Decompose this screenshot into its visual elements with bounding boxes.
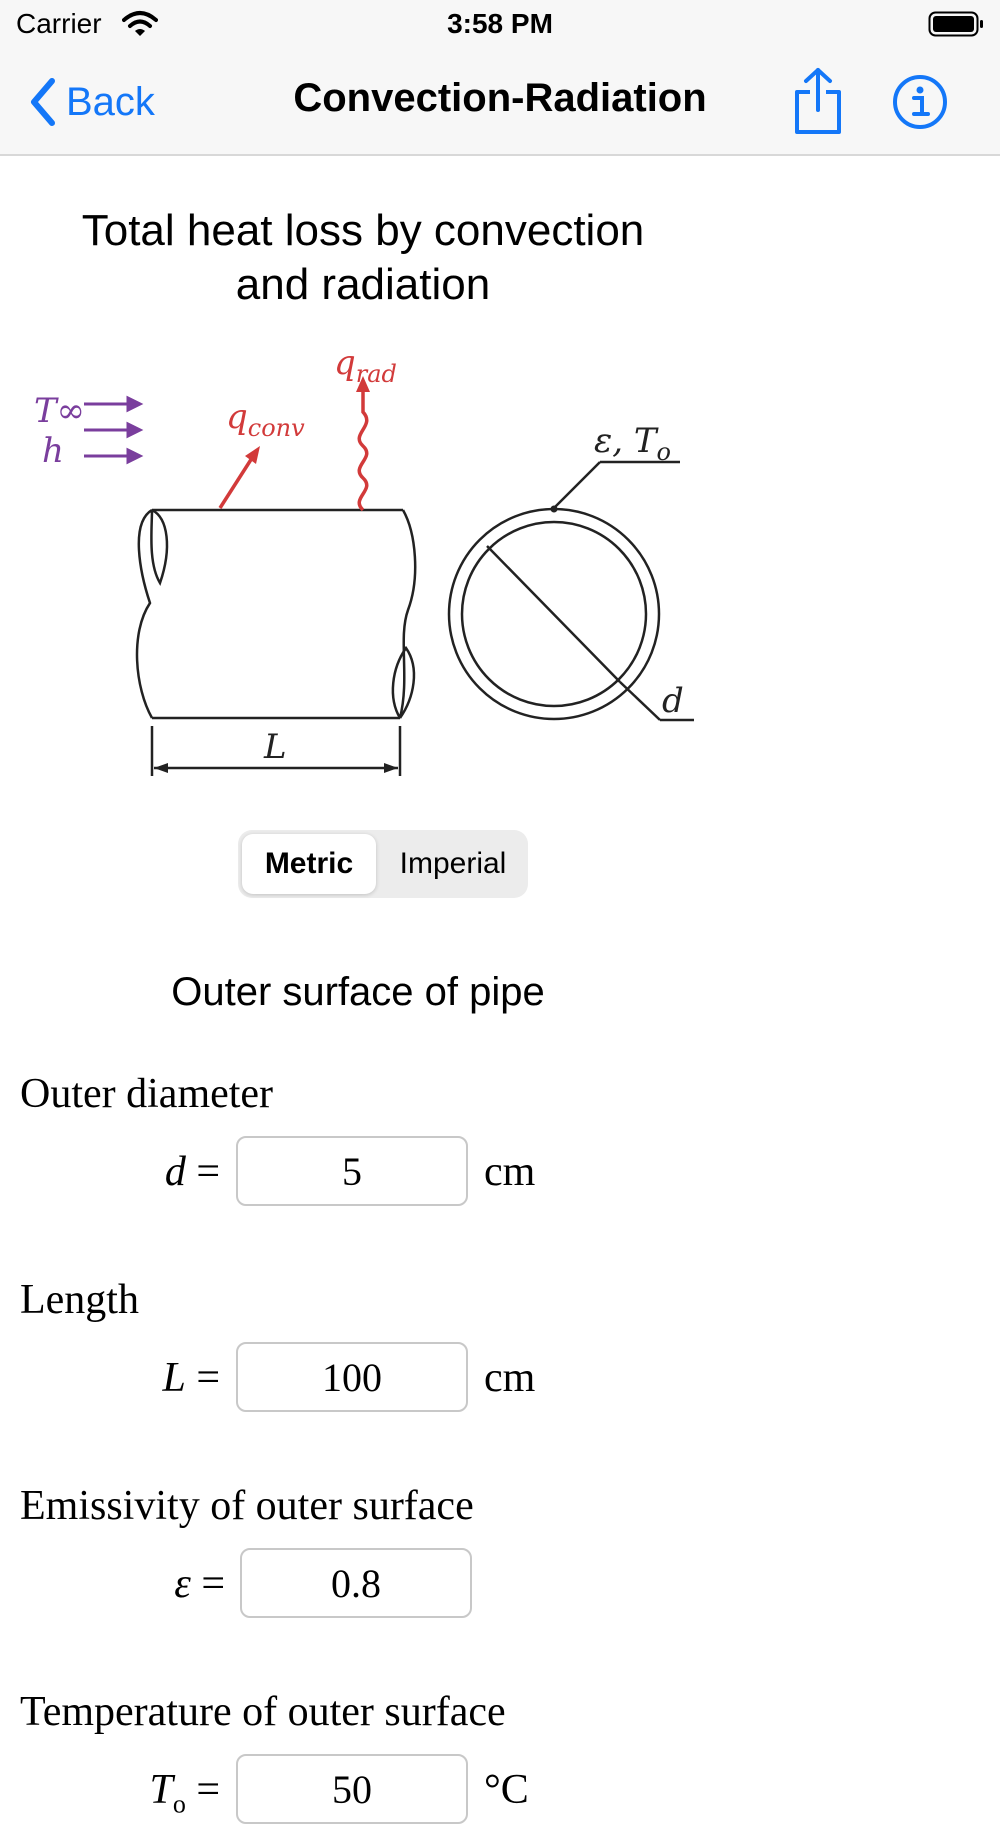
wifi-icon <box>122 11 158 36</box>
surface-point <box>550 505 558 513</box>
flow-arrows <box>84 395 144 465</box>
segment-metric[interactable]: Metric <box>242 834 376 894</box>
clock: 3:58 PM <box>447 8 553 39</box>
diameter-symbol: d = <box>164 1149 220 1195</box>
temperature-input[interactable] <box>236 1754 468 1824</box>
navigation-bar: Back Convection-Radiation <box>0 50 1000 156</box>
length-dimension-label: L <box>263 727 287 767</box>
q-conv-label: qconv <box>226 397 305 442</box>
calculator-heading: Total heat loss by convection and radiat… <box>81 206 645 309</box>
segment-imperial[interactable]: Imperial <box>399 847 507 880</box>
diameter-input[interactable] <box>236 1136 468 1206</box>
page-title: Convection-Radiation <box>293 76 707 120</box>
temperature-label-text: Temperature of outer surface <box>20 1689 506 1735</box>
length-unit: cm <box>484 1355 536 1401</box>
emissivity-label-text: Emissivity of outer surface <box>20 1483 474 1529</box>
h-label: h <box>42 431 64 471</box>
t-inf-label: T∞ <box>34 391 85 431</box>
temperature-symbol: To = <box>149 1767 220 1819</box>
share-icon[interactable] <box>792 66 844 136</box>
diameter-label: d <box>662 681 684 721</box>
section-title: Outer surface of pipe <box>171 970 545 1014</box>
unit-system-selector: Metric Imperial <box>238 830 528 898</box>
back-label: Back <box>66 79 155 124</box>
battery-icon <box>928 11 983 37</box>
temperature-unit: °C <box>484 1767 529 1813</box>
radiation-arrow <box>356 376 370 512</box>
length-label-text: Length <box>20 1277 139 1323</box>
chevron-left-icon <box>31 78 55 126</box>
convection-arrow <box>218 446 260 509</box>
carrier-label: Carrier <box>16 8 102 39</box>
back-button[interactable]: Back <box>28 74 155 130</box>
eps-to-label: ε, To <box>594 421 671 466</box>
emissivity-symbol: ε = <box>174 1561 225 1607</box>
length-symbol: L = <box>162 1355 220 1401</box>
pipe-cross-section <box>447 460 694 722</box>
diameter-label-text: Outer diameter <box>20 1071 274 1117</box>
emissivity-input[interactable] <box>240 1548 472 1618</box>
status-bar: Carrier 3:58 PM <box>0 0 1000 50</box>
q-rad-label: qrad <box>334 348 397 388</box>
info-icon[interactable] <box>892 74 948 130</box>
pipe-diagram: T∞ h L qconv qrad ε, To d <box>34 348 694 776</box>
length-input[interactable] <box>236 1342 468 1412</box>
diameter-unit: cm <box>484 1149 536 1195</box>
